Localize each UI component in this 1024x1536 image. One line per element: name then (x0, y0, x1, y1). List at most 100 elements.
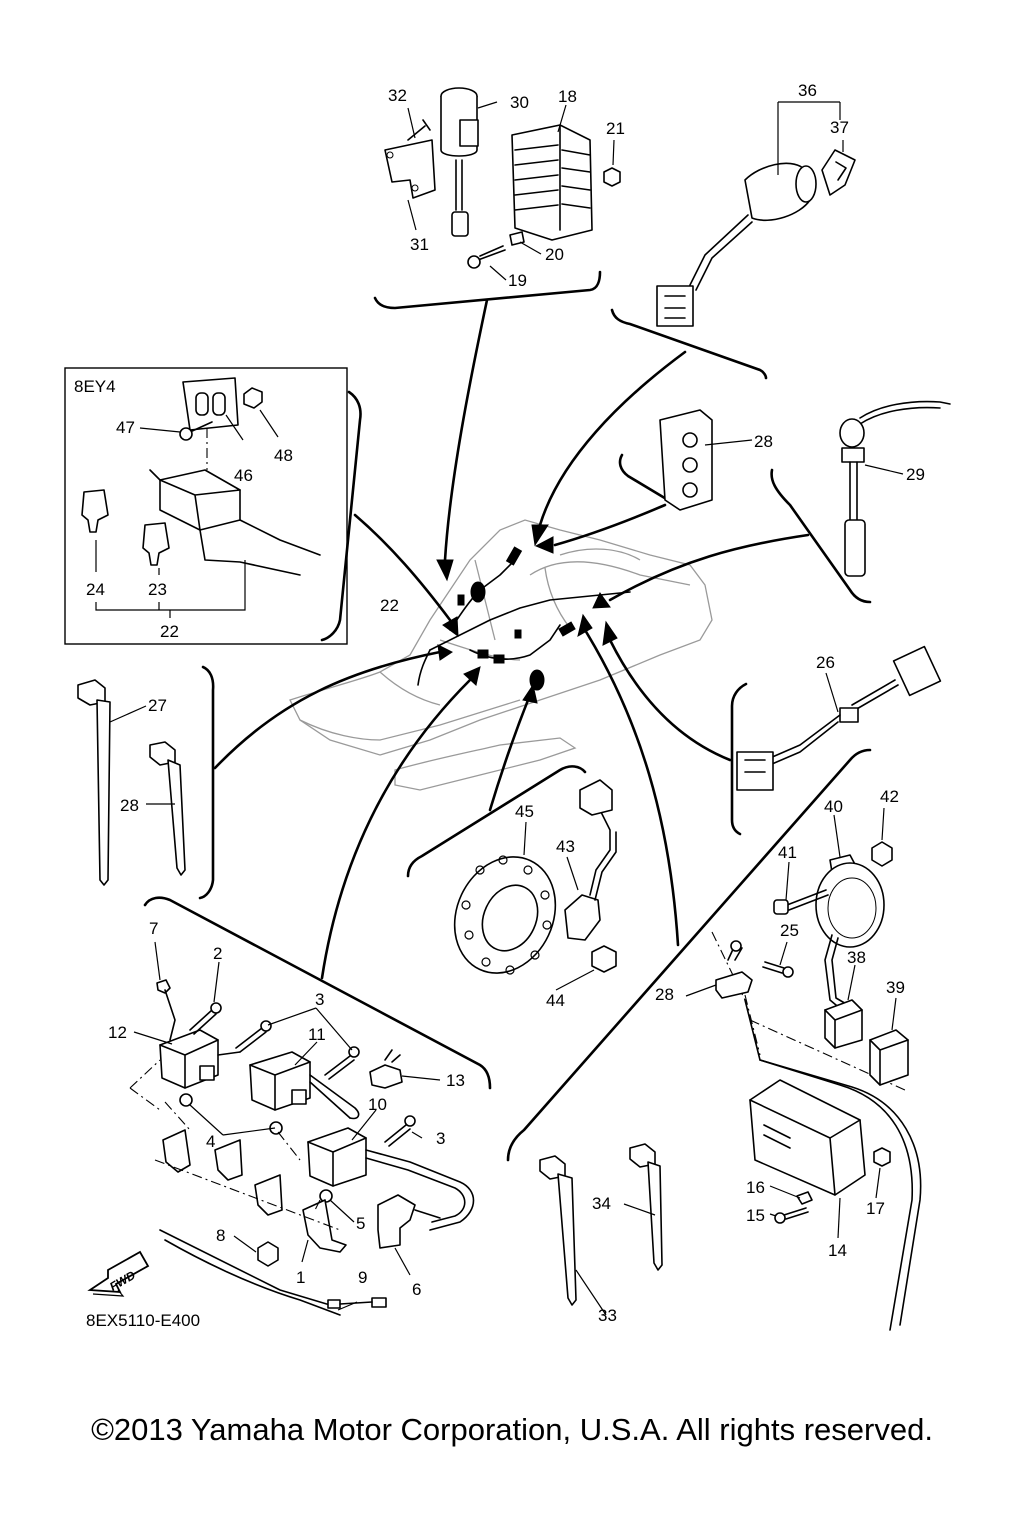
callout-8: 8 (216, 1226, 225, 1245)
callout-36: 38 (847, 948, 866, 967)
callout-2: 2 (213, 944, 222, 963)
bracket-46 (182, 377, 239, 431)
clamp-31-group (659, 409, 753, 511)
callout-33: 30 (510, 93, 529, 112)
callout-9: 9 (358, 1268, 367, 1287)
callout-47: 47 (116, 418, 135, 437)
fwd-arrow (87, 1250, 150, 1297)
bracket-34 (384, 139, 436, 199)
callout-34: 31 (410, 235, 429, 254)
callout-44: 44 (546, 991, 565, 1010)
ignitor-40 (815, 862, 885, 948)
callout-6: 7 (149, 919, 158, 938)
callout-10: 10 (368, 1095, 387, 1114)
regulator-group (384, 87, 621, 281)
callout-1: 1 (296, 1268, 305, 1287)
callout-16: 16 (746, 1178, 765, 1197)
callout-42: 42 (880, 787, 899, 806)
ignition-coil-group (87, 941, 475, 1316)
callout-11: 11 (308, 1025, 326, 1044)
bolt-41 (773, 899, 789, 915)
callout-18: 18 (558, 87, 577, 106)
coupler-26b (736, 751, 774, 791)
coupler-26a (892, 645, 942, 697)
callout-28-right: 28 (655, 985, 674, 1004)
wire-lead-26 (736, 645, 942, 791)
cable-ties-right (539, 1143, 663, 1316)
connection-lines (143, 270, 872, 1162)
pickup-coil-43 (564, 894, 601, 941)
callout-35: 32 (388, 86, 407, 105)
cable-ties-left (77, 679, 186, 886)
callout-41: 41 (778, 843, 797, 862)
nut-44 (591, 945, 617, 973)
nut-21 (603, 167, 621, 187)
callout-14: 14 (828, 1241, 847, 1260)
nut-48 (243, 387, 263, 409)
callout-45: 45 (515, 802, 534, 821)
nut-8 (257, 1241, 279, 1267)
collar-16 (796, 1191, 813, 1205)
callout-28: 28 (120, 796, 139, 815)
plug-cap-7 (377, 1194, 416, 1249)
fuse-box (159, 469, 241, 531)
thermo-switch-32-group (839, 400, 951, 577)
copyright-notice: ©2013 Yamaha Motor Corporation, U.S.A. A… (91, 1412, 933, 1447)
callout-5: 5 (356, 1214, 365, 1233)
callout-46: 46 (234, 466, 253, 485)
callout-40: 40 (824, 797, 843, 816)
key-39 (821, 149, 856, 196)
callout-39: 37 (830, 118, 849, 137)
collar-4b (269, 1121, 283, 1135)
callout-37: 39 (886, 978, 905, 997)
cdi-group (685, 807, 922, 1331)
callout-17: 17 (866, 1199, 885, 1218)
callout-20: 20 (545, 245, 564, 264)
callout-24: 24 (86, 580, 105, 599)
thermo-switch-32 (839, 418, 865, 448)
nut-17 (873, 1147, 891, 1167)
callout-38: 36 (798, 81, 817, 100)
clamp-6 (156, 979, 171, 994)
callout-25: 25 (780, 921, 799, 940)
callout-48: 48 (274, 446, 293, 465)
nut-42 (871, 841, 893, 867)
callout-26: 26 (816, 653, 835, 672)
callout-22-inset: 22 (160, 622, 179, 641)
callout-15: 15 (746, 1206, 765, 1225)
pickup-group (453, 779, 617, 991)
callout-30: 34 (592, 1194, 611, 1213)
callout-27: 27 (148, 696, 167, 715)
callout-13: 13 (446, 1071, 465, 1090)
callout-23: 23 (148, 580, 167, 599)
callout-22: 22 (380, 596, 399, 615)
cdi-unit-14 (749, 1079, 866, 1196)
collar-4a (179, 1093, 193, 1107)
coupler-36 (824, 999, 863, 1049)
bolt-19 (467, 255, 481, 269)
callout-4: 4 (206, 1132, 215, 1151)
fuse-24 (81, 489, 109, 533)
regulator-18 (511, 124, 593, 241)
cable-tie-28 (149, 741, 176, 766)
coupler-43 (579, 779, 613, 816)
connector-13 (369, 1064, 403, 1089)
inset-code-label: 8EY4 (74, 377, 116, 396)
callout-29: 33 (598, 1306, 617, 1325)
callout-7: 6 (412, 1280, 421, 1299)
callout-31: 28 (754, 432, 773, 451)
main-switch-group (656, 101, 856, 327)
callout-43: 43 (556, 837, 575, 856)
callout-21: 21 (606, 119, 625, 138)
coupler (656, 285, 694, 327)
inset-8ey4 (64, 367, 348, 645)
callout-labels: 32 30 18 21 31 20 19 36 37 28 29 8EY4 47… (74, 81, 925, 1330)
callout-32: 29 (906, 465, 925, 484)
coupler-37 (869, 1029, 909, 1086)
fuse-23 (142, 522, 170, 566)
diagram-code: 8EX5110-E400 (86, 1311, 200, 1330)
bolt-25 (782, 966, 794, 978)
bolt-15 (774, 1212, 786, 1224)
callout-12: 12 (108, 1023, 127, 1042)
